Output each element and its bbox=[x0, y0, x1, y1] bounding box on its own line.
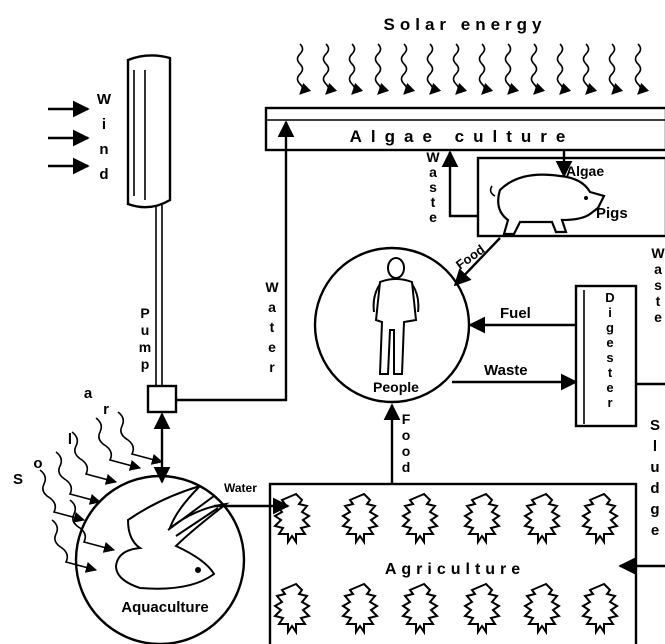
solar-diagonal-label: So l ar bbox=[13, 385, 109, 488]
svg-text:s: s bbox=[654, 277, 662, 293]
svg-text:e: e bbox=[606, 380, 613, 395]
svg-text:d: d bbox=[650, 480, 659, 497]
aquaculture-solar-ray bbox=[70, 500, 114, 550]
svg-text:a: a bbox=[84, 385, 93, 402]
svg-text:l: l bbox=[653, 438, 657, 455]
solar-ray-arrow bbox=[350, 44, 355, 94]
svg-text:e: e bbox=[606, 335, 613, 350]
svg-text:e: e bbox=[429, 209, 437, 225]
waste-horizontal-label: Waste bbox=[484, 362, 528, 379]
fish-illustration bbox=[116, 486, 226, 589]
solar-ray-arrow bbox=[480, 44, 485, 94]
people-label: People bbox=[373, 379, 419, 395]
svg-text:W: W bbox=[651, 245, 665, 261]
svg-text:t: t bbox=[270, 319, 275, 335]
solar-rays bbox=[298, 44, 641, 94]
svg-text:s: s bbox=[606, 350, 613, 365]
svg-text:g: g bbox=[606, 320, 614, 335]
solar-ray-arrow bbox=[506, 44, 511, 94]
svg-text:o: o bbox=[402, 427, 411, 443]
svg-text:p: p bbox=[141, 356, 150, 372]
svg-text:m: m bbox=[139, 339, 151, 355]
svg-text:F: F bbox=[402, 411, 411, 427]
svg-text:S: S bbox=[13, 471, 23, 488]
solar-ray-arrow bbox=[532, 44, 537, 94]
svg-text:n: n bbox=[99, 141, 108, 158]
svg-text:i: i bbox=[608, 305, 612, 320]
svg-text:a: a bbox=[654, 261, 662, 277]
svg-text:r: r bbox=[103, 401, 109, 418]
svg-text:P: P bbox=[140, 305, 149, 321]
water-small-label: Water bbox=[224, 481, 257, 495]
svg-text:o: o bbox=[402, 443, 411, 459]
solar-ray-arrow bbox=[636, 44, 641, 94]
svg-text:d: d bbox=[402, 459, 411, 475]
svg-text:W: W bbox=[426, 149, 440, 165]
svg-text:t: t bbox=[608, 365, 613, 380]
svg-text:u: u bbox=[141, 322, 150, 338]
svg-text:o: o bbox=[33, 455, 42, 472]
waste-right-label: Waste bbox=[651, 245, 665, 325]
solar-ray-arrow bbox=[376, 44, 381, 94]
solar-ray-arrow bbox=[324, 44, 329, 94]
aquaculture-solar-ray bbox=[52, 520, 96, 570]
food-vertical-label: Food bbox=[402, 411, 411, 475]
svg-text:S: S bbox=[650, 417, 660, 434]
solar-energy-label: Solar energy bbox=[384, 15, 547, 34]
svg-text:d: d bbox=[99, 166, 108, 183]
svg-text:a: a bbox=[268, 299, 276, 315]
aquaculture-solar-ray bbox=[56, 452, 100, 502]
solar-ray-arrow bbox=[610, 44, 615, 94]
svg-text:e: e bbox=[651, 522, 659, 539]
svg-text:W: W bbox=[97, 91, 112, 108]
solar-ray-arrow bbox=[428, 44, 433, 94]
svg-text:D: D bbox=[605, 290, 614, 305]
svg-text:s: s bbox=[429, 179, 437, 195]
person-figure bbox=[374, 258, 419, 374]
algae-culture-label: Algae culture bbox=[350, 127, 575, 146]
aquaculture-solar-ray bbox=[72, 432, 116, 482]
svg-text:g: g bbox=[650, 501, 659, 518]
svg-text:t: t bbox=[656, 293, 661, 309]
svg-text:e: e bbox=[268, 339, 276, 355]
svg-text:r: r bbox=[607, 395, 612, 410]
aquaculture-label: Aquaculture bbox=[121, 599, 209, 616]
solar-ray-arrow bbox=[298, 44, 303, 94]
agriculture-label: Agriculture bbox=[385, 561, 525, 578]
pump-label: Pump bbox=[139, 305, 151, 372]
solar-ray-arrow bbox=[454, 44, 459, 94]
solar-ray-arrow bbox=[558, 44, 563, 94]
aquaculture-solar-ray bbox=[96, 418, 140, 468]
solar-ray-arrow bbox=[584, 44, 589, 94]
wind-arrows bbox=[48, 109, 88, 166]
pigs-label: Pigs bbox=[596, 205, 628, 222]
waste-left-label: Waste bbox=[426, 149, 440, 225]
svg-text:i: i bbox=[102, 116, 106, 133]
solar-ray-arrow bbox=[402, 44, 407, 94]
pump-box bbox=[148, 386, 176, 412]
svg-text:r: r bbox=[269, 359, 275, 375]
aquaculture-solar-ray bbox=[118, 412, 162, 462]
svg-text:u: u bbox=[650, 459, 659, 476]
svg-text:a: a bbox=[429, 164, 437, 180]
algae-label: Algae bbox=[566, 163, 604, 179]
wind-turbine bbox=[128, 55, 170, 207]
svg-text:e: e bbox=[654, 309, 662, 325]
svg-text:t: t bbox=[431, 194, 436, 210]
svg-text:W: W bbox=[265, 279, 279, 295]
water-vertical-label: Water bbox=[265, 279, 279, 375]
fuel-label: Fuel bbox=[500, 305, 531, 322]
svg-text:l: l bbox=[68, 431, 72, 448]
